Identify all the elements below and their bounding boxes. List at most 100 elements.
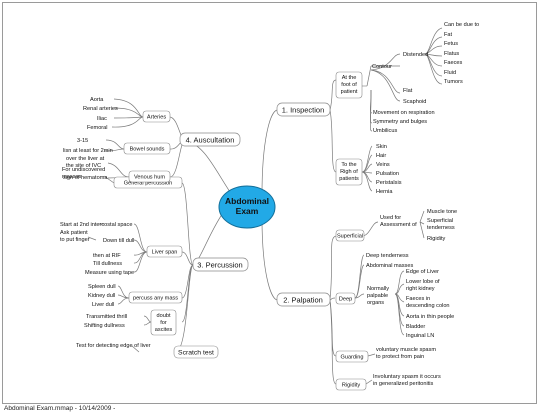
normally-line1: Normally <box>367 286 389 292</box>
rigidity-box[interactable] <box>335 378 367 391</box>
at-foot-line1: At the <box>342 75 357 81</box>
organ-faeces-line2: descending colon <box>406 303 450 309</box>
guarding-desc-line2: to protect from pain <box>376 354 424 360</box>
superficial-muscle-tone: Muscle tone <box>427 209 457 215</box>
artery-iliac: Iliac <box>97 116 107 122</box>
shifting-dullness: Shifting dullness <box>84 323 125 329</box>
deep-tenderness: Deep tenderness <box>366 253 409 259</box>
rigidity-label: Rigidity <box>342 383 361 389</box>
umbilicus-label: Umbilicus <box>373 128 397 134</box>
central-title-line1: Abdominal <box>225 196 269 206</box>
guarding-desc-line1: voluntary muscle spasm <box>376 347 436 353</box>
to-right-box[interactable] <box>335 158 363 186</box>
dull-kidney: Kidney dull <box>88 293 115 299</box>
venous-hematoma: sign of hematoma <box>63 175 108 181</box>
percuss-mass-box[interactable] <box>128 291 183 304</box>
guarding-box[interactable] <box>335 350 369 363</box>
normally-line2: palpable <box>367 293 388 299</box>
liver-span-box[interactable] <box>146 245 183 258</box>
liver-then-rif: then at RIF <box>93 253 121 259</box>
cause-tumors: Tumors <box>444 79 463 85</box>
at-foot-line2: foot of <box>341 82 357 88</box>
branch-palpation[interactable]: 2. Palpation <box>276 292 331 307</box>
deep-box[interactable] <box>335 292 356 305</box>
venous-line2: the site of IVC <box>66 163 101 169</box>
doubt-line1: doubt <box>157 313 171 319</box>
dull-spleen: Spleen dull <box>88 284 116 290</box>
cause-fluid: Fluid <box>444 70 456 76</box>
branch-inspection-label: 1. Inspection <box>282 106 325 115</box>
superficial-tenderness-line1: Superficial <box>427 218 453 224</box>
branch-palpation-label: 2. Palpation <box>283 296 323 305</box>
superficial-label: Superficial <box>337 234 363 240</box>
doubt-line2: for <box>160 320 167 326</box>
doubt-line3: ascites <box>155 327 173 333</box>
arteries-label: Arteries <box>147 115 166 121</box>
arteries-box[interactable] <box>142 110 171 123</box>
rigidity-desc-line2: in generalized peritonitis <box>373 381 434 387</box>
bowel-sounds-box[interactable] <box>123 142 171 155</box>
organ-bladder: Bladder <box>406 324 425 330</box>
general-for-line2: masses <box>62 174 81 180</box>
auscultation-subtree: Aorta Renal arteries Iliac Femoral Arter… <box>63 97 171 183</box>
movement-label: Movement on respiration <box>373 110 435 116</box>
used-for-line2: Assessment of <box>380 222 417 228</box>
to-right-line1: To the <box>341 162 356 168</box>
central-node[interactable] <box>218 185 276 229</box>
doubt-ascites-box[interactable] <box>150 309 177 336</box>
abdominal-masses: Abdominal masses <box>366 263 413 269</box>
bowel-range: 3-15 <box>77 138 88 144</box>
artery-aorta: Aorta <box>90 97 104 103</box>
scaphoid-label: Scaphoid <box>403 99 426 105</box>
venous-hum-label: Venous hum <box>134 175 165 181</box>
venous-hum-box[interactable] <box>128 170 171 183</box>
superficial-box[interactable] <box>335 229 365 242</box>
distended-label[interactable]: Distended <box>403 52 428 58</box>
superficial-tenderness-line2: tenderness <box>427 225 455 231</box>
page-frame <box>2 2 537 404</box>
scratch-desc: Test for detecting edge of liver <box>76 343 151 349</box>
scratch-test-box[interactable] <box>173 345 219 359</box>
liver-span-label: Liver span <box>152 250 178 256</box>
superficial-rigidity: Rigidity <box>427 236 446 242</box>
liver-ask-line1: Ask patient <box>60 230 88 236</box>
dull-liver: Liver dull <box>92 302 114 308</box>
artery-femoral: Femoral <box>87 125 108 131</box>
general-percussion-label: General percussion <box>124 181 173 187</box>
general-for-line1: For undiscovered <box>62 167 105 173</box>
central-title-line2: Exam <box>236 206 259 216</box>
liver-start: Start at 2nd intercostal space <box>60 222 132 228</box>
organ-kidney-line1: Lower lobe of <box>406 279 440 285</box>
at-foot-box[interactable] <box>335 71 363 99</box>
used-for-line1: Used for <box>380 215 401 221</box>
branch-auscultation[interactable]: 4. Auscultation <box>179 132 241 147</box>
right-skin: Skin <box>376 144 387 150</box>
rigidity-desc-line1: Involuntary spasm it occurs <box>373 374 441 380</box>
to-right-line2: Righ of <box>340 169 358 175</box>
liver-measure: Measure using tape <box>85 270 134 276</box>
guarding-label: Guarding <box>340 355 363 361</box>
liver-ask-line2: to put finger <box>60 237 90 243</box>
organ-aorta: Aorta in thin people <box>406 314 454 320</box>
at-foot-line3: patient <box>341 89 358 95</box>
right-hernia: Hernia <box>376 189 393 195</box>
organ-edge-liver: Edge of Liver <box>406 269 439 275</box>
branch-percussion[interactable]: 3. Percussion <box>192 257 249 272</box>
right-pulsation: Pulsation <box>376 171 399 177</box>
organ-faeces-line1: Faeces in <box>406 296 430 302</box>
can-be-due-to-label: Can be due to <box>444 22 479 28</box>
palpation-subtree: Superficial Used for Assessment of Muscl… <box>335 209 457 391</box>
cause-fat: Fat <box>444 32 453 38</box>
liver-down-till: Down till dull <box>103 238 134 244</box>
branch-inspection[interactable]: 1. Inspection <box>276 102 331 117</box>
right-peristalsis: Peristalsis <box>376 180 402 186</box>
contour-label[interactable]: Contour <box>372 64 392 70</box>
right-veins: Veins <box>376 162 390 168</box>
scratch-test-label: Scratch test <box>178 350 214 357</box>
percussion-subtree: For undiscovered masses General percussi… <box>60 167 219 359</box>
right-hair: Hair <box>376 153 386 159</box>
transmitted-thrill: Transmitted thrill <box>86 314 127 320</box>
percuss-mass-label: percuss any mass <box>133 296 178 302</box>
